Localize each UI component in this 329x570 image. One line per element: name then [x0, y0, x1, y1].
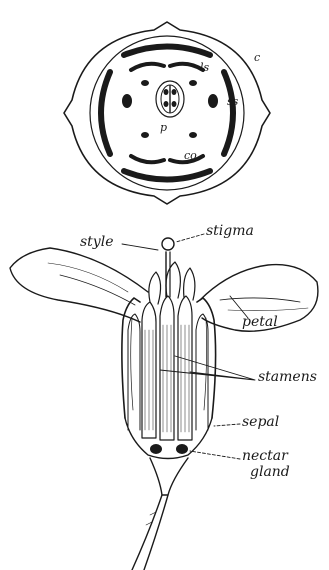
short-stamen: [122, 94, 132, 108]
calyx-arc-bottom: [124, 171, 210, 180]
short-stamen: [208, 94, 218, 108]
petal-left: [10, 248, 148, 322]
calyx-arc-left: [101, 72, 110, 154]
anther: [149, 272, 161, 304]
leader-style: [122, 244, 158, 250]
stamens-label: stamens: [258, 370, 317, 384]
long-stamen: [189, 132, 197, 138]
anther: [184, 268, 195, 300]
petal-crescent: [170, 64, 203, 70]
ovule: [172, 89, 177, 95]
style-label: style: [80, 235, 113, 249]
long-stamen: [141, 132, 149, 138]
ovule: [164, 101, 169, 107]
leader-nectar: [190, 451, 240, 459]
nectar-gland: [176, 444, 188, 454]
stigma: [162, 238, 174, 250]
long-stamen: [189, 80, 197, 86]
calyx-arc-right: [224, 72, 233, 154]
ovule: [172, 101, 177, 107]
ovule: [164, 89, 169, 95]
petal-crescent: [131, 156, 164, 162]
anther: [166, 262, 180, 298]
leader-stigma: [176, 234, 204, 242]
calyx-label: c: [254, 52, 260, 63]
floral-diagram: [64, 22, 270, 204]
corolla-label: co: [184, 150, 197, 161]
inner-ring: [90, 36, 244, 190]
nectar-gland-label-line1: nectar: [242, 449, 288, 463]
calyx-arc-top: [124, 47, 210, 56]
stigma-label: stigma: [206, 224, 254, 238]
stamen-short: [128, 314, 140, 430]
sepal-label: sepal: [242, 415, 279, 429]
nectar-gland-label-line2: gland: [250, 465, 290, 479]
long-stamens-label: ls: [200, 62, 209, 73]
long-stamen: [141, 80, 149, 86]
petal-crescent: [131, 64, 164, 70]
leader-sepal: [214, 424, 240, 426]
petal-label: petal: [242, 315, 278, 329]
short-stamens-label: ss: [227, 96, 238, 107]
pedicel: [132, 495, 162, 570]
flower-section: [10, 234, 318, 570]
pistil-label: p: [160, 122, 167, 133]
nectar-gland: [150, 444, 162, 454]
receptacle: [150, 458, 188, 495]
